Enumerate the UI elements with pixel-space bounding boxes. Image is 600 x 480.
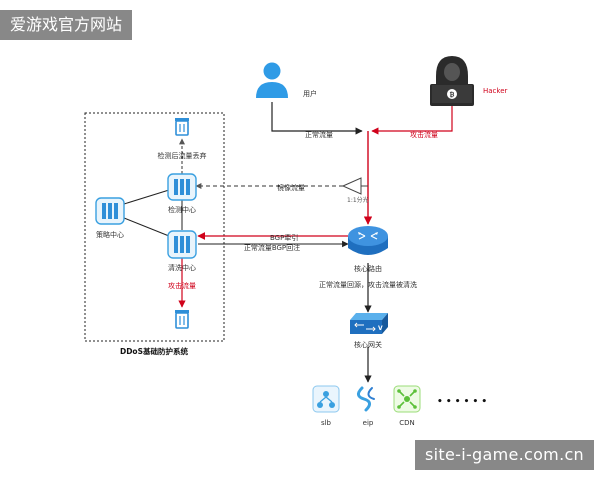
hacker-icon: ₿ xyxy=(430,56,474,106)
detection-center-icon xyxy=(167,173,197,201)
switch-icon: V xyxy=(350,313,388,334)
slb-label: slb xyxy=(321,419,332,427)
ddos-system-label: DDoS基础防护系统 xyxy=(120,346,189,356)
eip-icon xyxy=(357,386,375,412)
trash-icon xyxy=(175,310,189,329)
cdn-icon xyxy=(393,385,421,413)
watermark-top: 爱游戏官方网站 xyxy=(0,10,133,40)
bgp-reinjection-label: 正常流量BGP回注 xyxy=(244,243,300,252)
scrub-attack-label: 攻击流量 xyxy=(168,281,196,290)
drop-after-detection-label: 检测后流量丢弃 xyxy=(158,151,207,160)
user-icon xyxy=(256,62,288,98)
normal-traffic-line xyxy=(271,102,363,135)
svg-text:V: V xyxy=(378,325,383,332)
ddos-system-boundary xyxy=(84,112,225,342)
bgp-diversion-label: BGP牵引 xyxy=(270,233,298,242)
strategy-center-icon xyxy=(95,197,125,225)
trash-icon xyxy=(175,118,189,136)
return-note-label: 正常流量回源，攻击流量被清洗 xyxy=(319,280,417,289)
mirror-traffic-label: 镜像流量 xyxy=(277,183,305,192)
more-services-ellipsis: • • • • • • xyxy=(437,397,487,407)
cdn-label: CDN xyxy=(399,419,415,427)
watermark-bottom: site-i-game.com.cn xyxy=(415,440,594,470)
scrubbing-center-icon xyxy=(167,230,197,259)
slb-icon xyxy=(312,385,340,413)
attack-traffic-label: 攻击流量 xyxy=(410,130,438,139)
attack-traffic-line xyxy=(371,105,453,135)
strategy-center-label: 策略中心 xyxy=(96,230,124,239)
splitter-icon xyxy=(341,177,362,195)
eip-label: eip xyxy=(363,419,374,427)
core-gateway-label: 核心网关 xyxy=(354,340,382,349)
core-router-label: 核心路由 xyxy=(354,264,382,273)
normal-traffic-label: 正常流量 xyxy=(305,130,333,139)
router-icon xyxy=(348,226,388,255)
strategy-to-scrubbing-line xyxy=(123,217,170,237)
split-ratio-label: 1:1分光 xyxy=(347,196,369,204)
detection-center-label: 检测中心 xyxy=(168,205,196,214)
scrubbing-center-label: 清洗中心 xyxy=(168,263,196,272)
strategy-to-detection-line xyxy=(123,189,170,205)
user-label: 用户 xyxy=(303,89,317,98)
svg-text:₿: ₿ xyxy=(450,92,455,99)
hacker-label: Hacker xyxy=(483,87,508,95)
